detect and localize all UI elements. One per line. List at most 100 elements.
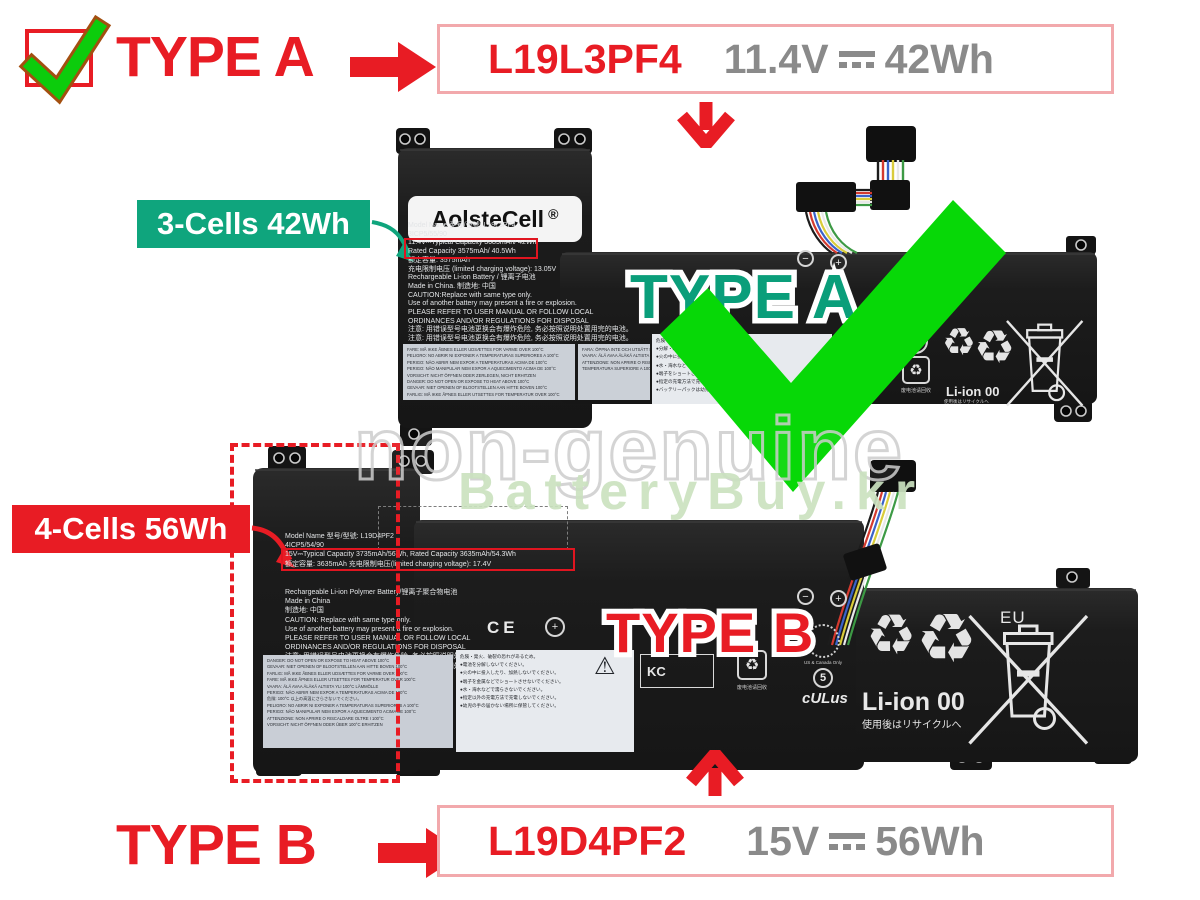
label-line: 15V⎓Typical Capacity 3735mAh/56Wh, Rated… — [285, 551, 516, 559]
fine-print-line: ●バッテリーパックは幼児の手の届かない所へ。 — [656, 387, 756, 393]
registered-icon: ® — [548, 206, 559, 222]
fine-print-a-right: FARA: ÖPPNA INTE OCH UTSÄTT INTE FÖR VÄR… — [578, 344, 650, 400]
type-b-overlay-text: TYPE B — [606, 601, 815, 664]
fine-print-b-jp: 危険・発火、破裂の恐れがあるため。 ●電池を分解しないでください。 ●火の中に投入し… — [456, 650, 634, 752]
li-ion-mark: Li-ion 00 — [862, 688, 965, 716]
rohs-epup-icon: 5 — [813, 668, 833, 688]
fine-print-line: ATTENZIONE: NON APRIRE O RISCALDARE AD U… — [582, 359, 650, 365]
fine-print-line: VORSICHT: NICHT ÖFFNEN ODER ÜBER 100°C E… — [267, 722, 383, 728]
brand-logo: AolsteCell ® — [408, 196, 582, 242]
watermark-batterybuy: BatteryBuy.kr — [458, 463, 926, 521]
rbrc-seal-icon — [806, 624, 840, 658]
fine-print-line: FARLIG: MÅ IKKE ÅPNES ELLER UTSETTES FOR… — [407, 391, 560, 397]
type-b-overlay-outline: TYPE B — [601, 596, 818, 669]
fine-print-line: FARE: MÅ IKKE ÅPNES ELLER UTSETTES FOR T… — [267, 677, 416, 683]
crossed-bin-icon — [1006, 320, 1084, 407]
header-model: L19L3PF4 — [488, 35, 682, 82]
fine-print-line: ●電池を分解しないでください。 — [460, 662, 527, 668]
eu-label: EU — [1000, 608, 1026, 627]
certification-icon: + — [545, 617, 565, 637]
fine-print-line: DANGER: DO NOT OPEN OR EXPOSE TO HEAT AB… — [407, 379, 530, 385]
fine-print-line: FARE: MÅ IKKE ÅBNES ELLER UDSÆTTES FOR V… — [407, 347, 544, 352]
fine-print-line: PERIGO: NÃO MANIPULAR NEM EXPOR A AQUECI… — [267, 709, 416, 715]
label-line: Rated Capacity 3575mAh/ 40.5Wh — [408, 248, 516, 256]
minus-terminal-icon: − — [797, 250, 814, 267]
footer-spec-box: L19D4PF2 15V 56Wh — [437, 805, 1114, 877]
fine-print-line: ●火の中に投入したり、加熱しないでください。 — [460, 670, 559, 676]
warning-triangle-icon: ⚠ — [594, 652, 616, 680]
fine-print-line: GEVAAR: NIET OPENEN OF BLOOTSTELLEN AAN … — [267, 664, 408, 670]
fine-print-line: FARA: ÖPPNA INTE OCH UTSÄTT INTE FÖR VÄR… — [582, 347, 650, 352]
recycle-caption: 废电池请回收 — [736, 685, 767, 691]
label-line: Model Name 型号/型號: L19L3PF4 — [408, 222, 516, 229]
label-line: 3ICP5/55/90 — [408, 230, 447, 238]
highlight-dashed-region — [230, 443, 400, 783]
label-line: 11.4V⎓Typical Capacity 3685mAh/ 42Wh, — [408, 239, 539, 247]
fine-print-b-left: DANGER: DO NOT OPEN OR EXPOSE TO HEAT AB… — [263, 655, 453, 748]
dc-symbol-icon — [838, 50, 875, 68]
callout-arrow-b — [251, 525, 295, 568]
fine-print-line: FARLIG: MÅ IKKE ÅBNES ELLER UDSÆTTES FOR… — [267, 670, 408, 676]
kc-mark-icon: KC — [640, 654, 714, 688]
ce-mark-icon: CE — [487, 618, 519, 637]
header-type-label: TYPE A — [116, 25, 315, 89]
fine-print-line: ●幼児の手の届かない場所に保管してください。 — [460, 703, 559, 709]
recycle-glyph: ♻ — [744, 655, 760, 674]
recycle-mobius-icon: ♻ — [974, 320, 1016, 374]
fine-print-line: DANGER: DO NOT OPEN OR EXPOSE TO HEAT AB… — [267, 658, 390, 663]
type-a-overlay-outline: TYPE A — [625, 258, 863, 338]
fine-print-line: ●端子を金属などでショートさせないでください。 — [460, 678, 564, 684]
li-ion-caption: 使用後はリサイクルへ — [944, 399, 989, 404]
label-line: 4ICP5/54/90 — [285, 542, 324, 550]
fine-print-line: 危険・発火、破裂の恐れがあるため。 — [460, 654, 539, 659]
header-voltage: 11.4V — [723, 35, 829, 82]
footer-voltage: 15V — [746, 817, 820, 864]
label-line: Made in China — [285, 598, 331, 606]
fine-print-line: VAARA: ÄLÄ AVAA ÄLÄKÄ ALTISTA YLI 100°C … — [582, 353, 650, 359]
eu-crossed-bin-icon — [968, 614, 1089, 745]
label-line: PLEASE REFER TO USER MANUAL OR FOLLOW LO… — [285, 635, 471, 643]
watermark-non-genuine: non-genuine — [353, 398, 904, 500]
footer-model: L19D4PF2 — [488, 817, 687, 864]
label-line: 充电限制电压 (limited charging voltage): 13.05… — [408, 265, 557, 273]
minus-terminal-icon: − — [797, 588, 814, 605]
type-a-overlay-text: TYPE A — [630, 263, 858, 332]
label-line: CAUTION:Replace with same type only. — [408, 291, 532, 299]
arrow-right-icon — [350, 42, 436, 92]
fine-print-line: 危険: 100°C 以上の高温にさらさないでください。 — [267, 696, 362, 702]
battery-recycle-square-icon: ♻ — [737, 650, 767, 680]
label-line: 额定容量: 3575mAh — [408, 256, 470, 264]
label-line: Made in China. 制造地: 中国 — [408, 282, 496, 290]
type-a-overlay: TYPE A TYPE A — [625, 258, 890, 338]
fine-print-line: GEVAAR: NIET OPENEN OF BLOOTSTELLEN AAN … — [407, 385, 548, 391]
label-line: Model Name 型号/型號: L19D4PF2 — [285, 533, 394, 540]
fine-print-line: PERIGO: NÃO MANIPULAR NEM EXPOR A AQUECI… — [407, 366, 556, 372]
footer-type-label: TYPE B — [116, 813, 317, 877]
spec-highlight-a — [404, 238, 538, 259]
fine-print-line: PELIGRO: NO ABRIR NI EXPONER A TEMPERATU… — [407, 353, 559, 359]
type-b-overlay: TYPE B TYPE B — [601, 596, 846, 669]
fine-print-line: ●指定以外の充電方法で充電しないでください。 — [460, 695, 560, 701]
label-line: Rechargeable Li-ion Polymer Battery/锂离子聚… — [285, 589, 458, 596]
label-line: 注意: 用错误型号电池更换会有爆炸危险, 务必按照说明处置用完的电池。 — [408, 335, 633, 343]
fine-print-a-left: FARE: MÅ IKKE ÅBNES ELLER UDSÆTTES FOR V… — [403, 344, 575, 400]
fine-print-line: PERIGO: NÃO ABRIR NEM EXPOR A TEMPERATUR… — [267, 690, 408, 696]
label-line: Rechargeable Li-ion Battery / 锂离子电池 — [408, 274, 536, 282]
footer-energy: 56Wh — [875, 817, 985, 864]
us-canada-caption: US & Canada Only — [803, 660, 843, 665]
plus-terminal-icon: + — [830, 590, 847, 607]
li-ion-mark: Li-ion 00 — [946, 384, 1000, 399]
fine-print-line: VAARA: ÄLÄ AVAA ÄLÄKÄ ALTISTA YLI 100°C … — [267, 683, 379, 689]
arrow-up-icon — [686, 750, 744, 796]
ul-mark-icon: cULus — [802, 690, 848, 707]
label-line: PLEASE REFER TO USER MANUAL OR FOLLOW LO… — [408, 309, 594, 317]
recycle-mobius-icon: ♻ — [942, 320, 977, 364]
plus-terminal-icon: + — [830, 254, 847, 271]
label-line: CAUTION: Replace with same type only. — [285, 616, 411, 624]
label-line: Use of another battery may present a fir… — [408, 300, 577, 308]
brand-name: AolsteCell — [431, 205, 545, 232]
